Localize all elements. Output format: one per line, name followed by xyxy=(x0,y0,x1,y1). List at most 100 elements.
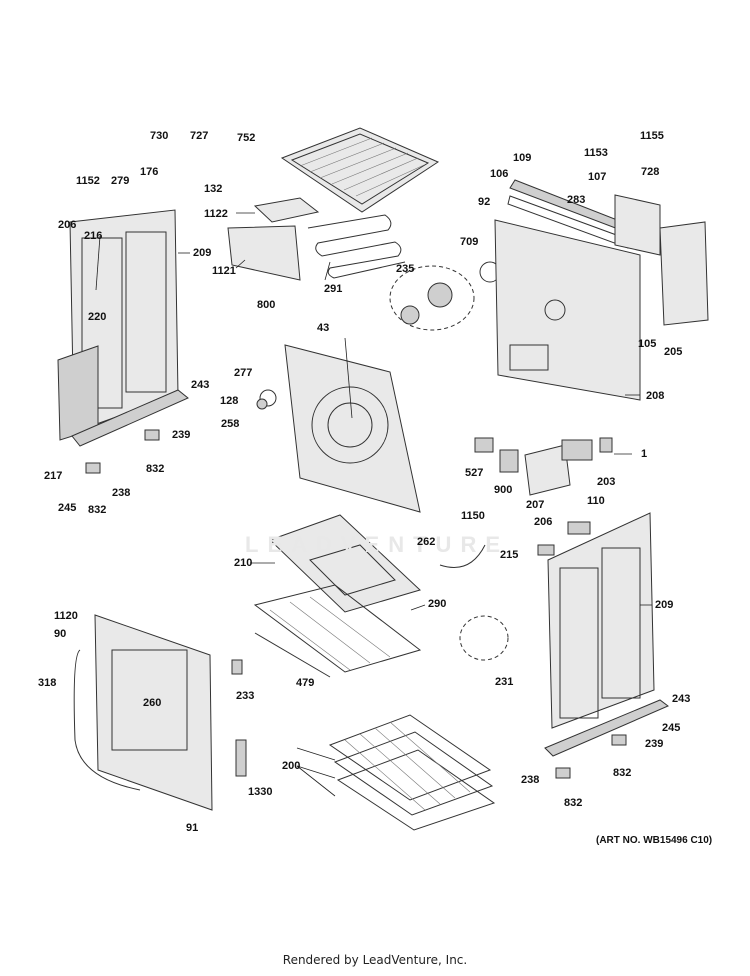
part-label: 208 xyxy=(646,390,665,402)
oven-racks xyxy=(328,714,496,831)
part-527 xyxy=(474,437,494,453)
part-label: 110 xyxy=(587,495,605,507)
part-label: 203 xyxy=(597,476,616,488)
part-label: 727 xyxy=(190,130,209,142)
part-label: 1152 xyxy=(76,175,100,187)
oven-door xyxy=(73,614,213,811)
part-label: 106 xyxy=(490,168,509,180)
part-label: 1155 xyxy=(640,130,664,142)
part-label: 200 xyxy=(282,760,301,772)
part-label: 728 xyxy=(641,166,660,178)
part-label: 217 xyxy=(44,470,63,482)
part-label: 277 xyxy=(234,367,253,379)
control-box xyxy=(614,194,661,256)
art-number: (ART NO. WB15496 C10) xyxy=(596,835,713,846)
part-label: 900 xyxy=(494,484,513,496)
leader-lines xyxy=(95,212,652,797)
part-832-right xyxy=(555,767,571,779)
broil-element xyxy=(307,214,406,279)
part-label: 220 xyxy=(88,311,107,323)
part-label: 209 xyxy=(193,247,212,259)
part-label: 832 xyxy=(564,797,583,809)
part-label: 832 xyxy=(146,463,165,475)
part-label: 176 xyxy=(140,166,159,178)
part-label: 239 xyxy=(172,429,191,441)
part-label: 207 xyxy=(526,499,545,511)
part-239-right xyxy=(611,734,627,746)
part-label: 205 xyxy=(664,346,683,358)
rear-trim xyxy=(509,179,631,233)
part-label: 90 xyxy=(54,628,67,640)
part-label: 238 xyxy=(521,774,540,786)
part-label: 206 xyxy=(58,219,77,231)
part-1330 xyxy=(235,739,247,777)
part-233 xyxy=(231,659,243,675)
part-label: 258 xyxy=(221,418,240,430)
part-206-215 xyxy=(537,544,555,556)
part-label: 216 xyxy=(84,230,103,242)
part-label: 262 xyxy=(417,536,436,548)
part-label: 832 xyxy=(88,504,107,516)
part-label: 132 xyxy=(204,183,223,195)
part-label: 210 xyxy=(234,557,253,569)
part-label: 43 xyxy=(317,322,330,334)
insulation-sheet xyxy=(227,225,301,281)
fan-blade xyxy=(400,305,420,325)
part-label: 479 xyxy=(296,677,315,689)
part-label: 233 xyxy=(236,690,255,702)
part-label: 235 xyxy=(396,263,415,275)
part-label: 290 xyxy=(428,598,447,610)
part-label: 245 xyxy=(662,722,681,734)
part-label: 800 xyxy=(257,299,276,311)
footer-credit: Rendered by LeadVenture, Inc. xyxy=(282,953,468,967)
part-label: 1150 xyxy=(461,510,485,522)
part-label: 291 xyxy=(324,283,343,295)
part-label: 1330 xyxy=(248,786,273,798)
part-label: 128 xyxy=(220,395,239,407)
part-label: 239 xyxy=(645,738,664,750)
part-label: 752 xyxy=(237,132,256,144)
vent-strip xyxy=(254,632,331,678)
part-label: 238 xyxy=(112,487,131,499)
part-label: 231 xyxy=(495,676,514,688)
part-label: 1153 xyxy=(584,147,608,159)
part-label: 243 xyxy=(191,379,210,391)
part-label: 283 xyxy=(567,194,586,206)
part-1150-wire xyxy=(439,544,486,568)
part-label: 91 xyxy=(186,822,199,834)
rear-panel xyxy=(494,219,641,401)
broiler-grid xyxy=(253,584,422,673)
part-label: 730 xyxy=(150,130,169,142)
right-base-rail xyxy=(544,699,669,757)
oven-cavity-back xyxy=(284,344,421,513)
part-900 xyxy=(499,449,519,473)
part-label: 92 xyxy=(478,196,491,208)
part-label: 215 xyxy=(500,549,519,561)
part-label: 1122 xyxy=(204,208,228,220)
part-label: 1 xyxy=(641,448,648,460)
watermark: LEADVENTURE xyxy=(245,532,510,557)
part-label: 279 xyxy=(111,175,130,187)
fan-motor xyxy=(427,282,453,308)
right-side-panel xyxy=(547,512,655,729)
part-832-left xyxy=(85,462,101,474)
part-1 xyxy=(599,437,613,453)
part-label: 260 xyxy=(143,697,162,709)
part-203 xyxy=(561,439,593,461)
part-label: 709 xyxy=(460,236,479,248)
part-label: 1121 xyxy=(212,265,236,277)
part-label: 245 xyxy=(58,502,77,514)
part-label: 209 xyxy=(655,599,674,611)
part-239-left xyxy=(144,429,160,441)
part-label: 527 xyxy=(465,467,484,479)
left-side-panel xyxy=(57,209,179,441)
part-label: 832 xyxy=(613,767,632,779)
convection-fan-group xyxy=(389,265,475,331)
part-label: 1120 xyxy=(54,610,78,622)
bracket-plate xyxy=(253,197,320,223)
part-207 xyxy=(524,444,571,496)
part-label: 107 xyxy=(588,171,607,183)
part-label: 206 xyxy=(534,516,553,528)
